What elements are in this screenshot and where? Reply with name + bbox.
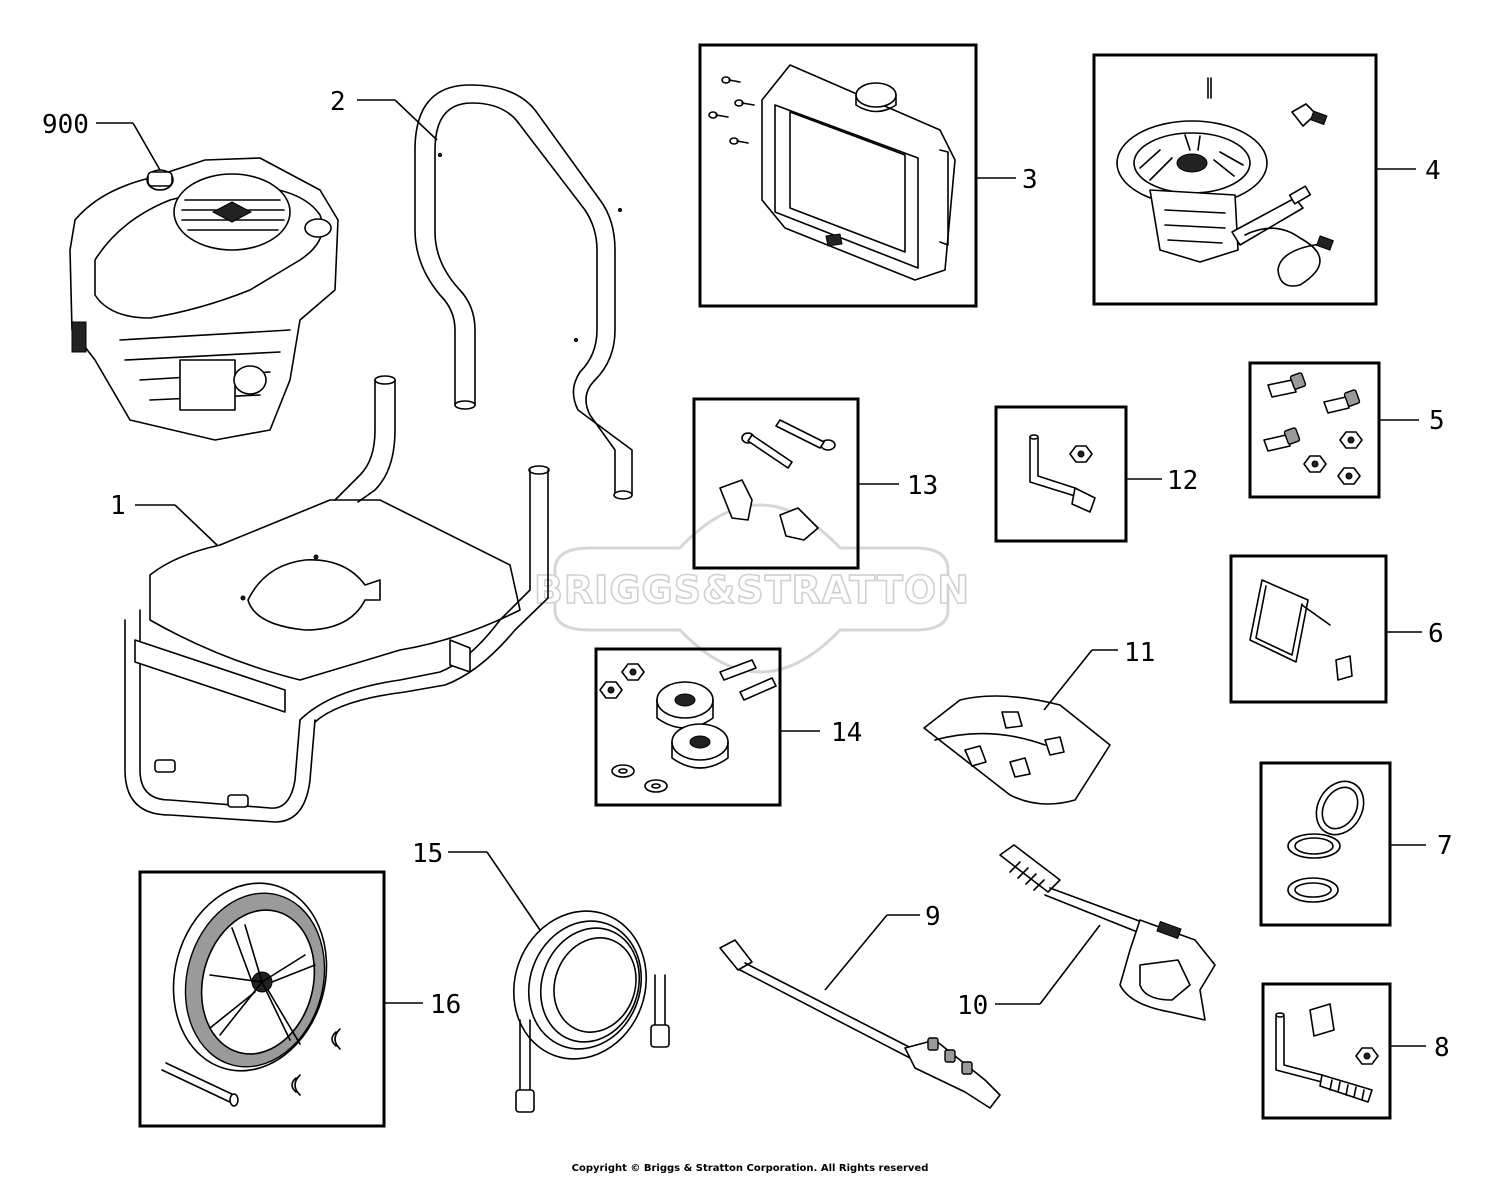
nozzle-bag-drawing [923, 695, 1111, 805]
fuel-tank-drawing [708, 64, 956, 281]
briggs-stratton-watermark: BRIGGS&STRATTON [533, 503, 970, 674]
callout-10: 10 [957, 991, 988, 1021]
callout-6: 6 [1428, 619, 1444, 649]
callout-5: 5 [1429, 406, 1445, 436]
screws-icon [708, 76, 755, 145]
copyright-notice: Copyright © Briggs & Stratton Corporatio… [571, 1163, 929, 1174]
part-7-box [1259, 761, 1392, 927]
part-3-box [698, 43, 978, 308]
callout-15: 15 [412, 839, 443, 869]
callout-13: 13 [907, 471, 938, 501]
callout-3: 3 [1022, 165, 1038, 195]
wheel-drawing [161, 882, 341, 1107]
watermark-text: BRIGGS&STRATTON [534, 568, 970, 612]
pin-and-nut-drawing [1029, 434, 1096, 513]
spray-lance-drawing [719, 939, 1001, 1109]
part-16-box [138, 870, 386, 1128]
part-14-box [594, 647, 782, 807]
frame-drawing [124, 375, 550, 823]
bolts-and-knobs-drawing [719, 419, 836, 541]
callout-16: 16 [430, 990, 461, 1020]
callout-12: 12 [1167, 466, 1198, 496]
spray-gun-drawing [999, 844, 1216, 1021]
callout-14: 14 [831, 718, 862, 748]
axle-bolt-drawing [1275, 1003, 1379, 1103]
part-12-box [994, 405, 1128, 543]
callout-7: 7 [1437, 831, 1453, 861]
high-pressure-hose-drawing [512, 910, 670, 1113]
part-6-box [1229, 554, 1388, 704]
bolts-and-nuts-drawing [1263, 372, 1363, 485]
part-4-box [1092, 53, 1378, 306]
callout-8: 8 [1434, 1033, 1450, 1063]
callout-900: 900 [42, 110, 89, 140]
bracket-drawing [1249, 579, 1353, 681]
nozzle-tips-icon [964, 711, 1065, 778]
cap-and-gasket-drawing [1287, 780, 1365, 903]
callout-9: 9 [925, 902, 941, 932]
feet-and-hardware-drawing [599, 659, 777, 793]
part-5-box [1248, 361, 1381, 499]
pump-drawing [1116, 77, 1334, 287]
callout-4: 4 [1425, 156, 1441, 186]
engine-drawing [69, 157, 339, 441]
callout-1: 1 [110, 491, 126, 521]
callout-2: 2 [330, 87, 346, 117]
part-8-box [1261, 982, 1392, 1120]
callout-11: 11 [1124, 638, 1155, 668]
handle-drawing [414, 84, 633, 500]
